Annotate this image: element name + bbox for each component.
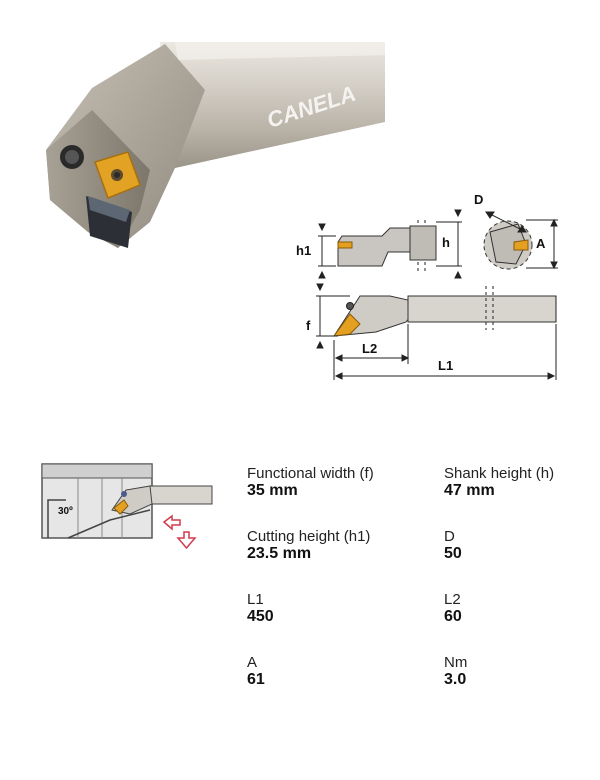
spec-cutting-height: Cutting height (h1) 23.5 mm [247, 528, 370, 563]
spec-label: Functional width (f) [247, 465, 374, 482]
application-angle: 30º [58, 506, 73, 517]
spec-value: 60 [444, 608, 462, 625]
spec-value: 35 mm [247, 482, 298, 499]
dim-A-label: A [536, 236, 546, 251]
feed-arrows-icon [162, 514, 197, 550]
shank-body [160, 42, 385, 168]
spec-value: 450 [247, 608, 274, 625]
spec-label: Cutting height (h1) [247, 528, 371, 545]
technical-drawing: h1 h D A f [290, 190, 580, 390]
spec-a: A 61 [247, 654, 265, 689]
dim-h-label: h [442, 235, 450, 250]
spec-label: D [444, 528, 455, 545]
spec-value: 23.5 mm [247, 545, 312, 562]
spec-l2: L2 60 [444, 591, 462, 626]
dim-f-label: f [306, 318, 311, 333]
product-photo: CANELA [0, 0, 390, 270]
spec-functional-width: Functional width (f) 35 mm [247, 465, 374, 500]
dim-L2-label: L2 [362, 341, 377, 356]
spec-label: L2 [444, 591, 461, 608]
spec-nm: Nm 3.0 [444, 654, 467, 689]
spec-label: Nm [444, 654, 468, 671]
dim-h1-label: h1 [296, 243, 311, 258]
spec-label: L1 [247, 591, 264, 608]
spec-value: 3.0 [444, 671, 467, 688]
spec-label: Shank height (h) [444, 465, 555, 482]
spec-label: A [247, 654, 258, 671]
dim-D-label: D [474, 192, 483, 207]
spec-d: D 50 [444, 528, 462, 563]
spec-l1: L1 450 [247, 591, 274, 626]
spec-value: 50 [444, 545, 462, 562]
spec-value: 61 [247, 671, 265, 688]
spec-shank-height: Shank height (h) 47 mm [444, 465, 554, 500]
dim-L1-label: L1 [438, 358, 453, 373]
spec-value: 47 mm [444, 482, 495, 499]
application-diagram: 30º [40, 462, 220, 562]
